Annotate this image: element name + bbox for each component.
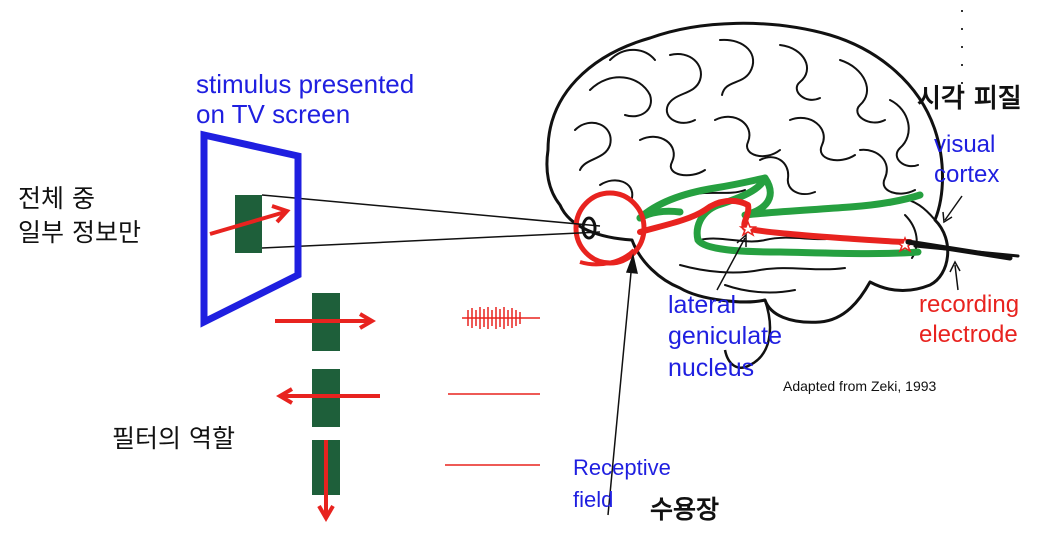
pointer-electrode <box>949 260 961 291</box>
tv-screen <box>200 130 302 328</box>
visual-cortex-line1: visual <box>934 131 996 158</box>
pointer-receptive-field <box>607 253 638 516</box>
filter-example-right <box>275 293 376 351</box>
pointer-lgn <box>716 233 747 291</box>
brain-illustration <box>545 21 950 369</box>
lgn-line3: nucleus <box>668 353 755 382</box>
recording-electrode-label: recording electrode <box>919 290 1019 350</box>
filter-role-label: 필터의 역할 <box>112 424 235 453</box>
recording-line2: electrode <box>919 321 1018 348</box>
stimulus-label-line1: stimulus presented <box>196 69 415 99</box>
recording-electrode <box>905 239 1020 261</box>
partial-info-label: 전체 중 일부 정보만 <box>18 182 141 250</box>
receptive-field-label: Receptive field <box>573 452 671 516</box>
receptive-field-korean-label: 수용장 <box>650 495 720 524</box>
stimulus-label-line2: on TV screen <box>196 98 351 129</box>
visual-cortex-korean-label: 시각 피질 <box>917 84 1022 114</box>
spike-train-strong <box>462 307 540 329</box>
lgn-line2: geniculate <box>668 322 782 351</box>
receptive-line2: field <box>573 486 614 512</box>
stimulus-label: stimulus presented on TV screen <box>196 69 415 130</box>
visual-cortex-label: visual cortex <box>934 130 999 190</box>
partial-info-line2: 일부 정보만 <box>18 217 141 247</box>
receptive-line1: Receptive <box>573 455 671 480</box>
visual-cortex-line2: cortex <box>934 161 1000 188</box>
filter-example-left <box>276 369 380 427</box>
citation-label: Adapted from Zeki, 1993 <box>783 378 937 394</box>
partial-info-line1: 전체 중 <box>18 184 95 213</box>
pointer-visual-cortex <box>942 195 963 224</box>
recording-line1: recording <box>919 291 1020 318</box>
filter-example-down <box>312 440 340 522</box>
motion-arrow-screen <box>209 204 291 236</box>
lgn-line1: lateral <box>668 291 737 319</box>
pupil-icon <box>581 216 597 240</box>
lgn-label: lateral geniculate nucleus <box>668 290 782 384</box>
eye-icon <box>573 190 647 267</box>
sight-lines <box>261 194 601 249</box>
red-visual-pathway <box>637 197 913 245</box>
